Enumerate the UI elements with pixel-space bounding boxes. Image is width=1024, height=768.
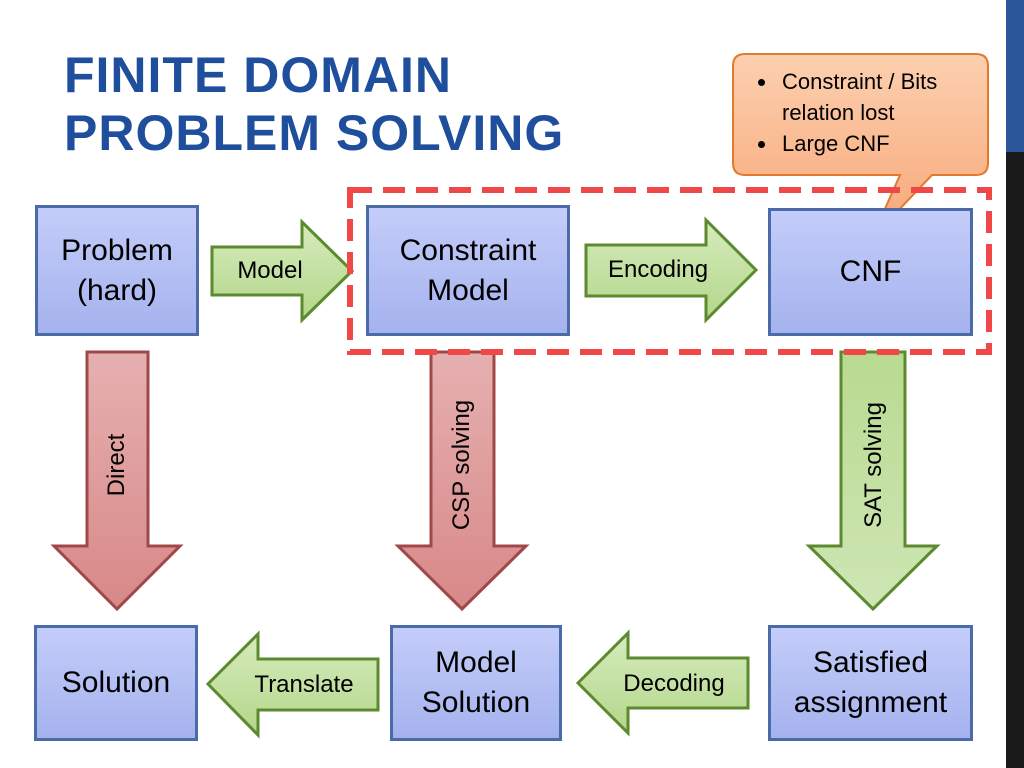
problem-box-label: Problem (hard) bbox=[61, 233, 173, 307]
model-solution-box: Model Solution bbox=[390, 625, 562, 741]
translate-arrow-label: Translate bbox=[254, 671, 354, 698]
edge-accent-bar-lower bbox=[1006, 152, 1024, 768]
highlight-region bbox=[347, 187, 992, 355]
sat-solving-arrow-label: SAT solving bbox=[860, 402, 887, 528]
callout-bubble bbox=[732, 53, 989, 239]
constraint-model-box: Constraint Model bbox=[366, 205, 570, 336]
csp-solving-arrow-label: CSP solving bbox=[448, 399, 475, 531]
direct-arrow-label: Direct bbox=[103, 433, 130, 497]
decoding-arrow bbox=[575, 629, 750, 737]
encoding-arrow-label: Encoding bbox=[607, 256, 709, 283]
csp-solving-arrow bbox=[394, 350, 530, 612]
satisfied-assignment-box-label: Satisfied assignment bbox=[793, 646, 948, 719]
slide-title: FINITE DOMAIN PROBLEM SOLVING bbox=[64, 46, 564, 162]
solution-box-label: Solution bbox=[61, 666, 171, 699]
slide-title-line-1: FINITE DOMAIN bbox=[64, 47, 452, 103]
model-arrow bbox=[210, 218, 355, 324]
direct-arrow bbox=[50, 350, 184, 612]
model-solution-box-label: Model Solution bbox=[421, 646, 531, 719]
callout-item: Constraint / Bits relation lost bbox=[778, 66, 998, 128]
satisfied-assignment-box: Satisfied assignment bbox=[768, 625, 973, 741]
sat-solving-arrow bbox=[805, 350, 941, 612]
problem-box: Problem (hard) bbox=[35, 205, 199, 336]
callout-item: Large CNF bbox=[778, 128, 998, 159]
solution-box: Solution bbox=[34, 625, 198, 741]
cnf-box: CNF bbox=[768, 208, 973, 336]
decoding-arrow-label: Decoding bbox=[623, 670, 725, 697]
edge-accent-bar bbox=[1006, 0, 1024, 152]
constraint-model-box-label: Constraint Model bbox=[399, 233, 537, 307]
slide-title-line-2: PROBLEM SOLVING bbox=[64, 105, 565, 161]
translate-arrow bbox=[205, 630, 380, 739]
model-arrow-label: Model bbox=[237, 257, 303, 284]
callout-list: Constraint / Bits relation lost Large CN… bbox=[748, 66, 998, 159]
encoding-arrow bbox=[584, 216, 759, 324]
cnf-box-label: CNF bbox=[839, 255, 902, 288]
